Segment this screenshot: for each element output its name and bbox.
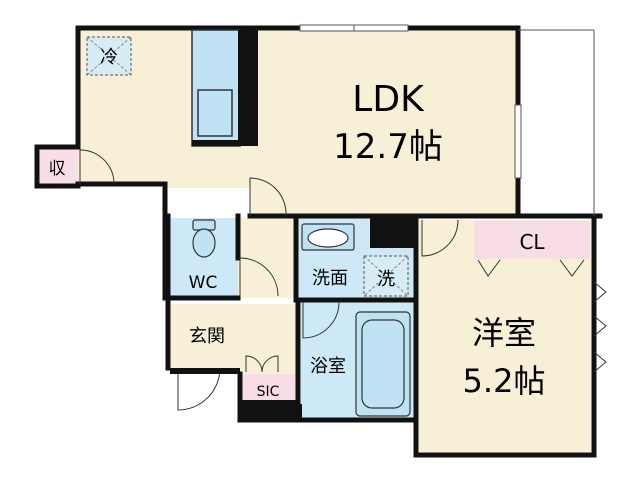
wash-basin-icon xyxy=(301,223,355,251)
wall-block-3 xyxy=(296,404,302,422)
ldk-size: 12.7帖 xyxy=(333,127,443,167)
entrance-step xyxy=(170,368,240,374)
closet-label: CL xyxy=(519,230,545,254)
hall-floor xyxy=(238,218,294,298)
ldk-floor xyxy=(78,30,518,216)
kitchen-counter xyxy=(191,29,258,147)
western-room-name: 洋室 xyxy=(472,314,536,352)
wall-block-2 xyxy=(238,400,298,422)
toilet-icon xyxy=(192,219,216,258)
balcony-area xyxy=(520,30,596,216)
storage-label: 収 xyxy=(49,159,66,179)
entrance-label: 玄関 xyxy=(189,326,225,347)
door-swings xyxy=(79,149,607,411)
washroom-label: 洗面 xyxy=(312,268,348,289)
wall-block-1 xyxy=(370,216,416,248)
washer-space xyxy=(363,255,409,297)
wc-label: WC xyxy=(189,273,218,293)
sic-label: SIC xyxy=(257,384,280,400)
ldk-name: LDK xyxy=(352,79,425,120)
storage-closet xyxy=(39,147,78,184)
windows xyxy=(299,24,595,216)
fridge-space xyxy=(86,36,132,76)
fridge-label: 冷 xyxy=(100,47,118,68)
cl-closet xyxy=(474,221,590,259)
western-room-size: 5.2帖 xyxy=(463,362,546,400)
bathtub-icon xyxy=(355,311,411,417)
bathroom-label: 浴室 xyxy=(310,356,346,377)
entrance-floor xyxy=(170,304,296,374)
washer-label: 洗 xyxy=(377,269,395,290)
sic-closet xyxy=(240,374,296,404)
